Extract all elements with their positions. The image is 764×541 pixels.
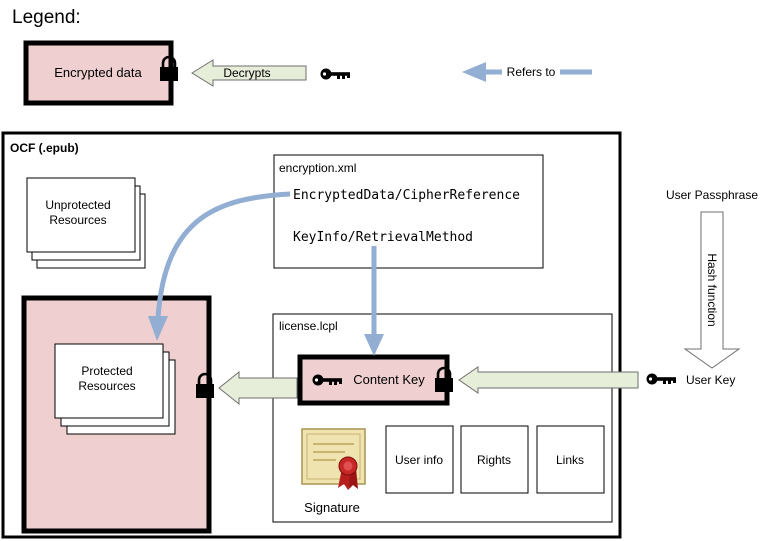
- cipher-reference-arrowhead: [148, 316, 168, 341]
- legend-decrypts-arrow: [191, 59, 307, 87]
- ocf-title: OCF (.epub): [10, 141, 79, 155]
- signature-label: Signature: [304, 500, 360, 515]
- legend-refers-label-bg: [502, 64, 560, 80]
- user-key-label: User Key: [686, 373, 735, 387]
- unprotected-page-front: [26, 177, 136, 253]
- retrieval-method-arrowhead: [364, 334, 384, 356]
- rights-label: Rights: [477, 453, 511, 467]
- user-key-decrypts-arrow: [458, 366, 639, 394]
- legend-key-icon: [320, 68, 350, 80]
- unprotected-label-line1: Unprotected: [45, 198, 110, 212]
- legend-refers-arrowhead: [462, 62, 486, 82]
- content-key-decrypts-arrow: [218, 370, 298, 406]
- content-key-label: Content Key: [353, 372, 425, 387]
- legend-encrypted-box: [23, 40, 174, 106]
- protected-page-front: [54, 343, 164, 419]
- hash-function-arrow: [683, 211, 741, 369]
- unprotected-label-line2: Resources: [49, 213, 106, 227]
- encryption-xml-box: [273, 154, 544, 269]
- legend-refers-label: Refers to: [507, 65, 556, 79]
- license-lcpl-title: license.lcpl: [279, 319, 338, 333]
- links-label: Links: [556, 453, 584, 467]
- user-key-icon: [646, 373, 676, 385]
- user-passphrase-label: User Passphrase: [666, 188, 758, 202]
- retrieval-method-text: KeyInfo/RetrievalMethod: [293, 230, 473, 245]
- links-box: [536, 425, 605, 494]
- signature-certificate-icon: [301, 428, 366, 490]
- protected-label-line2: Resources: [78, 379, 135, 393]
- user-info-box: [385, 425, 454, 494]
- user-info-label: User info: [395, 453, 443, 467]
- legend-decrypts-label: Decrypts: [223, 66, 270, 80]
- cipher-reference-text: EncryptedData/CipherReference: [293, 188, 520, 203]
- rights-box: [460, 425, 529, 494]
- legend-title: Legend:: [12, 7, 81, 28]
- legend-encrypted-label: Encrypted data: [54, 65, 142, 80]
- cipher-reference-curve: [155, 191, 291, 319]
- encryption-xml-title: encryption.xml: [279, 161, 356, 175]
- protected-label-line1: Protected: [81, 364, 132, 378]
- hash-function-label: Hash function: [705, 253, 719, 326]
